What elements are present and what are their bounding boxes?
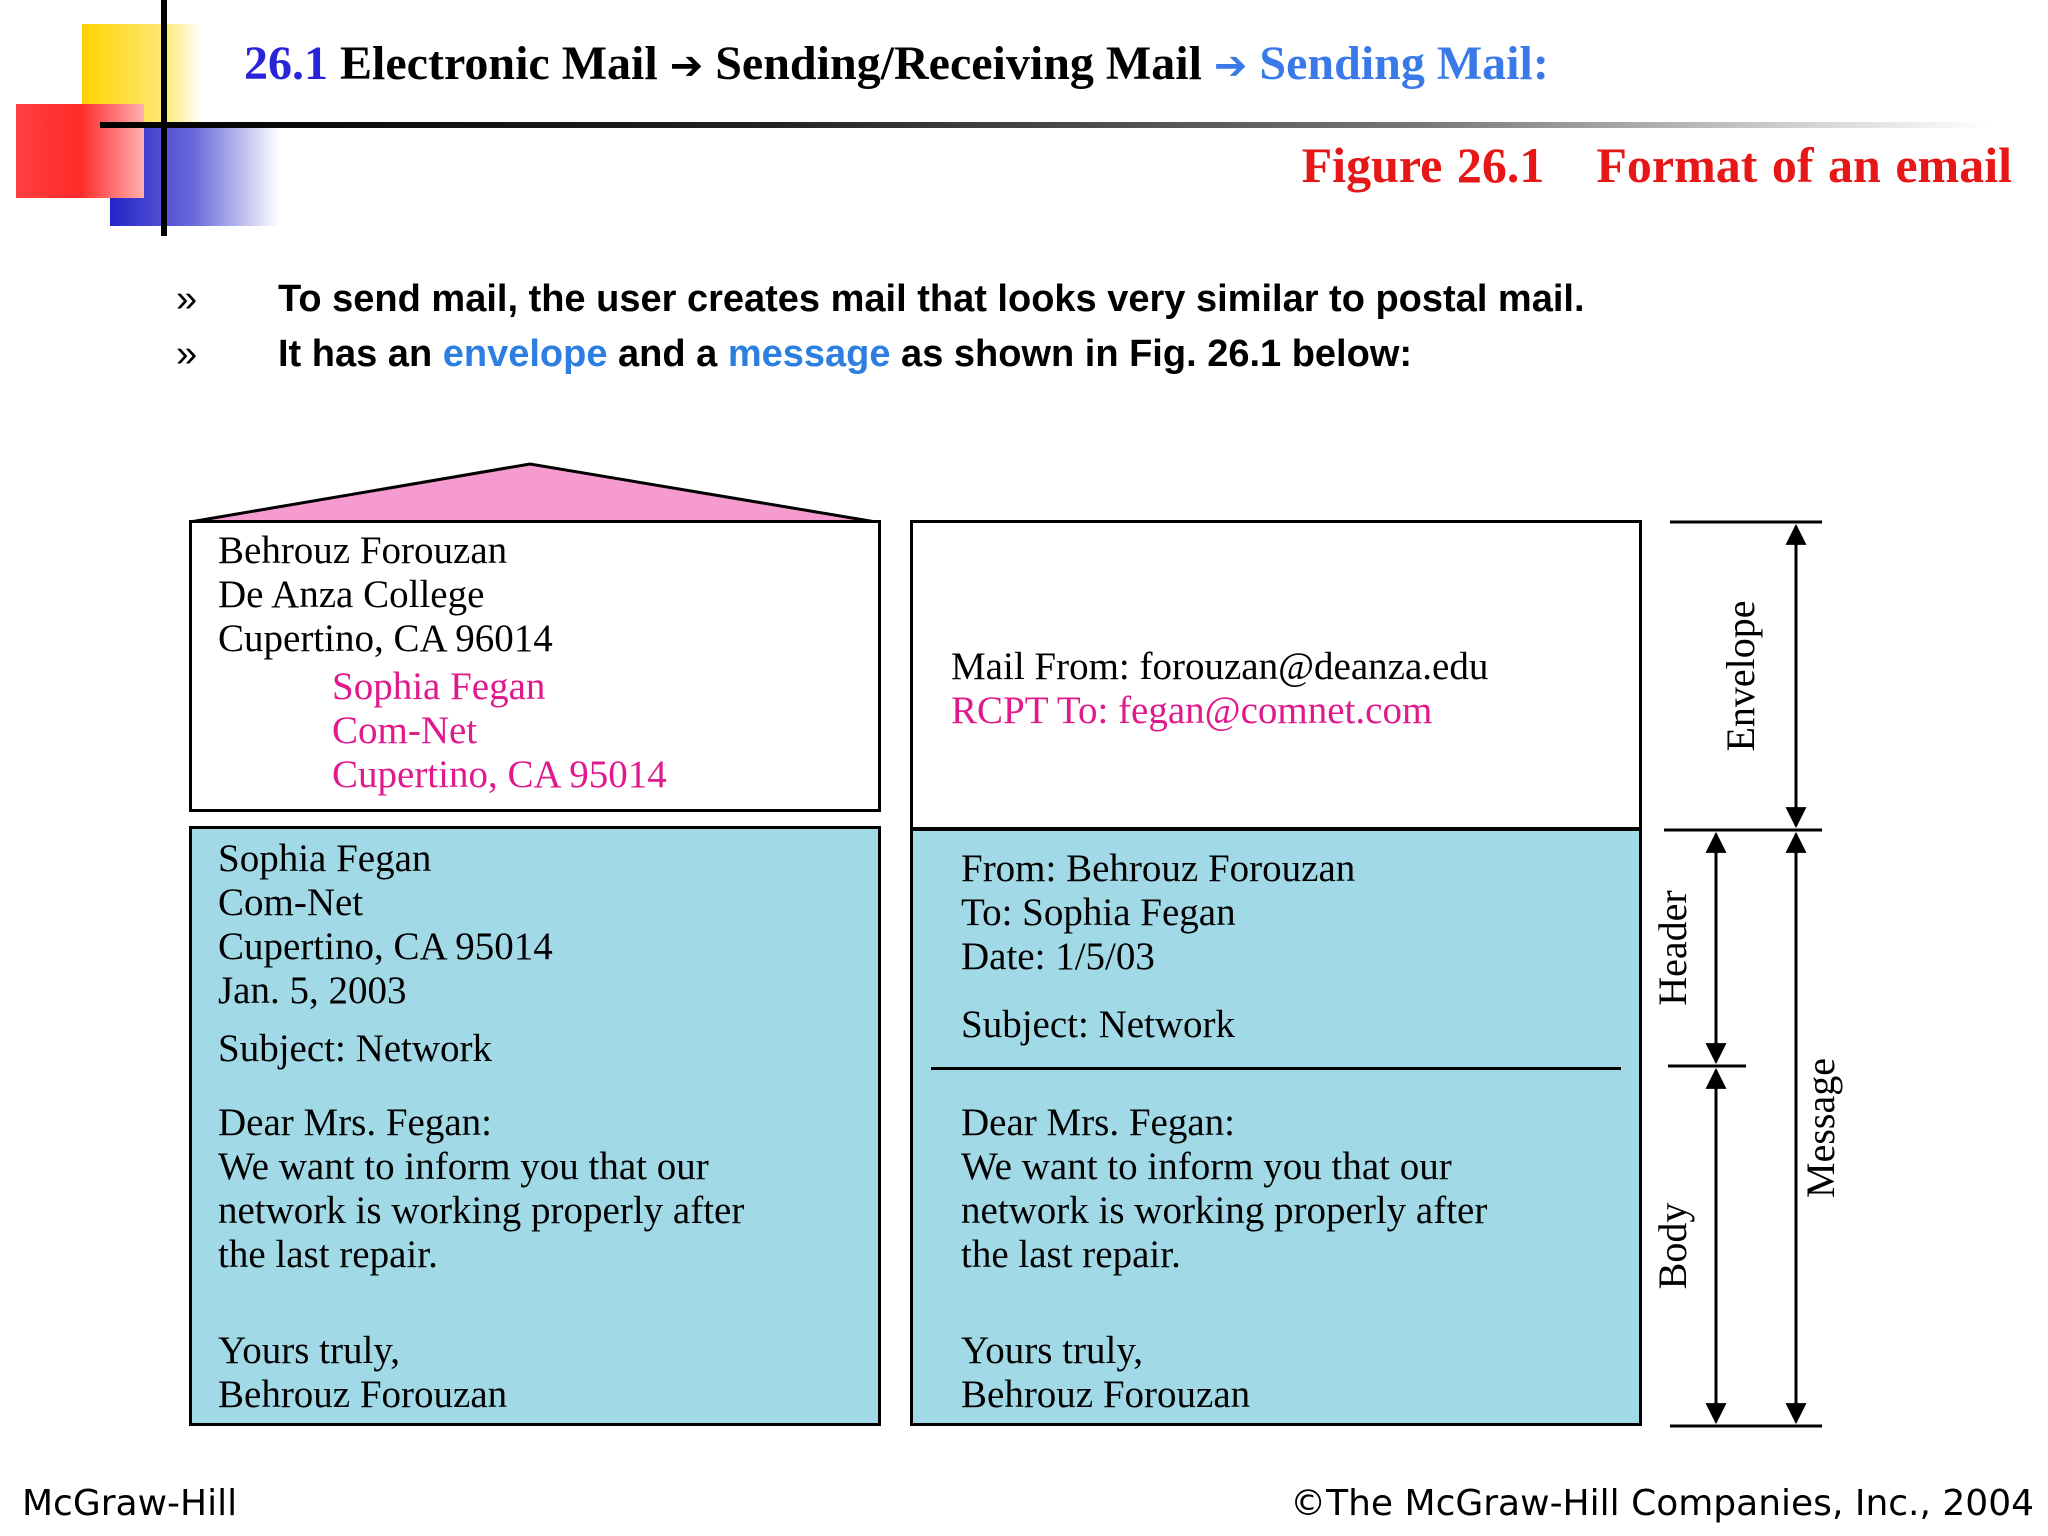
bullet-1: » To send mail, the user creates mail th…	[176, 278, 1585, 321]
figure-label: Figure 26.1	[1301, 137, 1545, 193]
label-envelope: Envelope	[1718, 600, 1763, 751]
letter-closing-line: Behrouz Forouzan	[218, 1373, 508, 1416]
email-envelope: Mail From: forouzan@deanza.edu RCPT To: …	[910, 520, 1642, 830]
recipient-line: Com-Net	[332, 709, 478, 752]
logo-vertical-line	[161, 0, 167, 236]
email-body-line: Dear Mrs. Fegan:	[961, 1101, 1236, 1144]
logo-red-square	[16, 104, 144, 198]
letter-address-line: Com-Net	[218, 881, 364, 924]
bullet-2: » It has an envelope and a message as sh…	[176, 333, 1412, 376]
letter-body-line: the last repair.	[218, 1233, 438, 1276]
envelope-fields: Mail From: forouzan@deanza.edu RCPT To: …	[951, 645, 1488, 733]
letter-body: Dear Mrs. Fegan: We want to inform you t…	[218, 1101, 744, 1277]
keyword-message: message	[727, 333, 891, 375]
letter-body-line: Dear Mrs. Fegan:	[218, 1101, 493, 1144]
email-header-line: To: Sophia Fegan	[961, 891, 1236, 934]
email-header: From: Behrouz Forouzan To: Sophia Fegan …	[961, 847, 1355, 979]
letter-address-line: Cupertino, CA 95014	[218, 925, 553, 968]
footer-copyright: ©The McGraw-Hill Companies, Inc., 2004	[1290, 1483, 2034, 1524]
email-message: From: Behrouz Forouzan To: Sophia Fegan …	[910, 828, 1642, 1426]
sender-address: Behrouz Forouzan De Anza College Cuperti…	[218, 529, 553, 661]
slide-title: 26.1 Electronic Mail ➔ Sending/Receiving…	[244, 36, 1549, 91]
sender-line: De Anza College	[218, 573, 485, 616]
arrow-right-icon: ➔	[1213, 43, 1248, 89]
recipient-address: Sophia Fegan Com-Net Cupertino, CA 95014	[332, 665, 667, 797]
email-closing-line: Yours truly,	[961, 1329, 1144, 1372]
email-body: Dear Mrs. Fegan: We want to inform you t…	[961, 1101, 1487, 1277]
rcpt-to-field: RCPT To: fegan@comnet.com	[951, 689, 1433, 732]
postal-envelope: Behrouz Forouzan De Anza College Cuperti…	[189, 520, 881, 812]
mail-from-field: Mail From: forouzan@deanza.edu	[951, 645, 1489, 688]
email-header-line: From: Behrouz Forouzan	[961, 847, 1356, 890]
bullet-text: It has an envelope and a message as show…	[278, 333, 1412, 376]
bullet-text-mid: and a	[607, 333, 728, 375]
bullet-marker: »	[176, 333, 198, 375]
bullet-marker: »	[176, 278, 198, 320]
recipient-line: Sophia Fegan	[332, 665, 546, 708]
letter-address: Sophia Fegan Com-Net Cupertino, CA 95014…	[218, 837, 553, 1013]
letter-body-line: We want to inform you that our	[218, 1145, 709, 1188]
email-body-line: network is working properly after	[961, 1189, 1488, 1232]
header-body-divider	[931, 1067, 1621, 1070]
title-underline	[100, 122, 1990, 128]
arrow-right-icon: ➔	[669, 43, 704, 89]
figure-caption: Figure 26.1 Format of an email	[1302, 136, 2012, 194]
letter-closing-line: Yours truly,	[218, 1329, 401, 1372]
title-part-3: Sending Mail:	[1259, 37, 1549, 90]
letter-body-line: network is working properly after	[218, 1189, 745, 1232]
envelope-roof	[189, 462, 877, 524]
bullet-text: To send mail, the user creates mail that…	[278, 278, 1585, 320]
letter-address-line: Sophia Fegan	[218, 837, 432, 880]
footer-publisher: McGraw-Hill	[22, 1483, 238, 1524]
letter-address-line: Jan. 5, 2003	[218, 969, 407, 1012]
email-body-line: We want to inform you that our	[961, 1145, 1452, 1188]
email-subject: Subject: Network	[961, 1003, 1236, 1046]
email-closing-line: Behrouz Forouzan	[961, 1373, 1251, 1416]
label-header: Header	[1650, 890, 1695, 1005]
bullet-text-post: as shown in Fig. 26.1 below:	[890, 333, 1413, 375]
title-part-1: Electronic Mail	[340, 37, 658, 90]
label-message: Message	[1798, 1058, 1843, 1198]
letter-subject: Subject: Network	[218, 1027, 493, 1070]
sender-line: Behrouz Forouzan	[218, 529, 508, 572]
email-closing: Yours truly, Behrouz Forouzan	[961, 1329, 1250, 1417]
keyword-envelope: envelope	[442, 333, 608, 375]
postal-letter: Sophia Fegan Com-Net Cupertino, CA 95014…	[189, 826, 881, 1426]
email-body-line: the last repair.	[961, 1233, 1181, 1276]
sender-line: Cupertino, CA 96014	[218, 617, 553, 660]
bracket-annotations: Envelope Header Body Message	[1650, 520, 1843, 1428]
letter-closing: Yours truly, Behrouz Forouzan	[218, 1329, 507, 1417]
figure-title: Format of an email	[1596, 137, 2012, 193]
title-part-2: Sending/Receiving Mail	[715, 37, 1202, 90]
email-header-line: Date: 1/5/03	[961, 935, 1155, 978]
bullet-text-pre: It has an	[278, 333, 443, 375]
label-body: Body	[1650, 1203, 1695, 1290]
recipient-line: Cupertino, CA 95014	[332, 753, 667, 796]
section-number: 26.1	[244, 37, 328, 90]
